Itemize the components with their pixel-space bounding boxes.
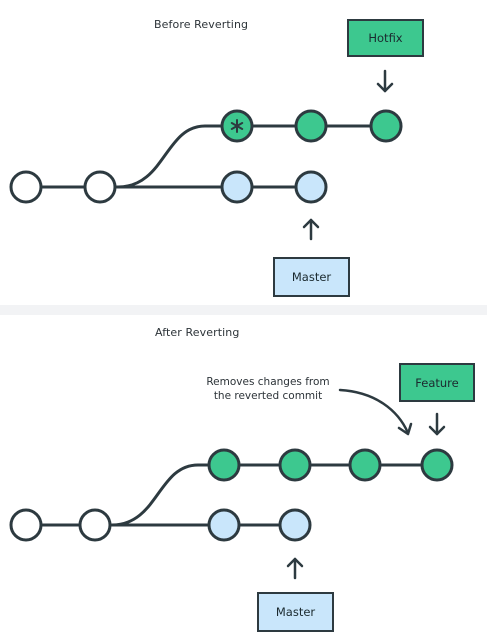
hotfix-branch-label: Hotfix (368, 31, 403, 45)
before-master-commit-1 (220, 170, 254, 204)
before-commit-1 (9, 170, 43, 204)
feature-branch-tag: Feature (399, 363, 475, 402)
master-branch-label-bottom: Master (275, 605, 316, 619)
after-graph (9, 388, 454, 580)
arrow-up-icon (302, 218, 320, 241)
before-graph (9, 69, 403, 241)
master-branch-tag-top: Master (273, 257, 350, 297)
revert-annotation: Removes changes from the reverted commit (200, 375, 336, 403)
feature-branch-label: Feature (415, 375, 459, 390)
hotfix-branch-tag: Hotfix (347, 19, 424, 57)
before-commit-2 (83, 170, 117, 204)
after-reverting-title: After Reverting (155, 326, 240, 339)
before-hotfix-commit-3 (369, 109, 403, 143)
curved-arrow-icon (338, 388, 413, 436)
after-master-commit-2 (278, 508, 312, 542)
before-reverting-title: Before Reverting (154, 18, 249, 31)
after-feature-commit-2 (278, 448, 312, 482)
after-feature-commit-1 (207, 448, 241, 482)
master-branch-label-top: Master (291, 270, 332, 284)
after-feature-commit-3 (348, 448, 382, 482)
after-branch-curve (111, 463, 437, 527)
revert-annotation-line-1: Removes changes from (206, 376, 330, 388)
after-commit-2 (78, 508, 112, 542)
master-branch-tag-bottom: Master (257, 592, 334, 632)
revert-annotation-line-2: the reverted commit (213, 390, 323, 402)
arrow-down-icon (428, 412, 446, 436)
asterisk-icon (230, 119, 244, 133)
before-branch-curve (117, 124, 386, 189)
after-revert-commit (420, 448, 454, 482)
panel-separator (0, 305, 487, 315)
after-commit-1 (9, 508, 43, 542)
arrow-up-icon (286, 557, 304, 580)
arrow-down-icon (376, 69, 394, 93)
after-master-commit-1 (207, 508, 241, 542)
before-master-commit-2 (294, 170, 328, 204)
before-hotfix-commit-2 (294, 109, 328, 143)
